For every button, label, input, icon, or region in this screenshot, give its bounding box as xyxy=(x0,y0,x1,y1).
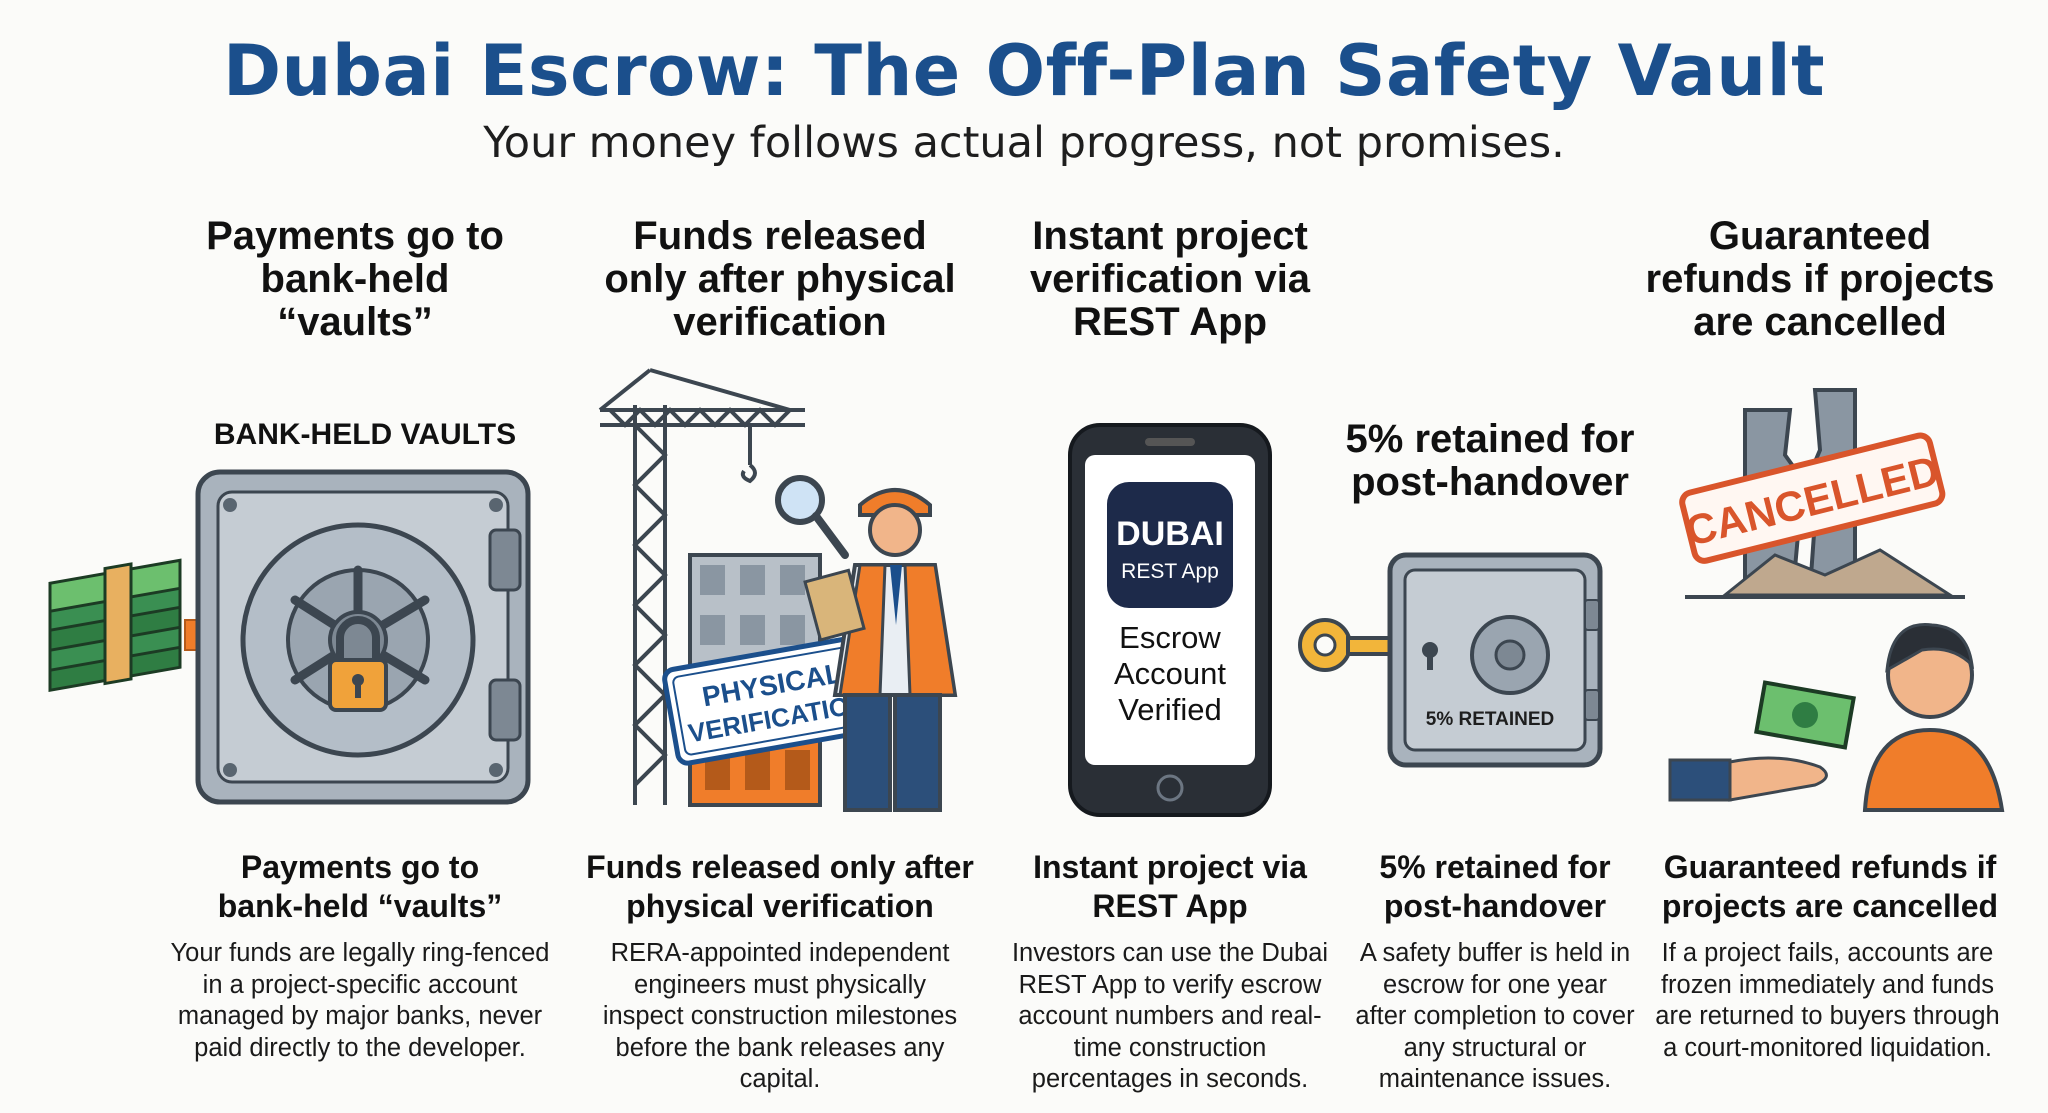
rest-app-icon xyxy=(1107,482,1233,608)
col5-subheading: Guaranteed refunds if projects are cance… xyxy=(1661,849,1999,924)
cancelled-refund-illustration: CANCELLED xyxy=(1668,388,2005,812)
col2-description: RERA-appointed independent engineers mus… xyxy=(602,939,958,1093)
person-icon xyxy=(1862,623,2005,812)
col3-description: Investors can use the Dubai REST App to … xyxy=(1011,939,1329,1093)
retained-safe-illustration: 5% RETAINED xyxy=(1298,552,1603,768)
construction-inspection-illustration: PHYSICAL VERIFICATION xyxy=(598,368,958,812)
col3-heading: Instant project verification via REST Ap… xyxy=(1029,214,1311,344)
col4-description: A safety buffer is held in escrow for on… xyxy=(1355,939,1635,1093)
col5-heading: Guaranteed refunds if projects are cance… xyxy=(1645,214,1995,344)
crane-icon xyxy=(598,368,805,805)
app-name-text: REST App xyxy=(1121,560,1219,583)
rest-app-phone-illustration: DUBAI REST App xyxy=(1068,423,1272,817)
col1-subheading: Payments go to bank-held “vaults” xyxy=(217,849,503,924)
col1-description: Your funds are legally ring-fenced in a … xyxy=(170,939,550,1062)
magnifier-icon xyxy=(775,475,825,525)
padlock-icon xyxy=(336,616,380,660)
app-logo-text: DUBAI xyxy=(1116,515,1224,553)
col3-subheading: Instant project via REST App xyxy=(1033,849,1307,924)
vault-icon xyxy=(195,469,531,805)
col5-description: If a project fails, accounts are frozen … xyxy=(1655,939,2000,1062)
giving-hand-icon xyxy=(1668,756,1828,802)
refund-cash-icon xyxy=(1754,680,1856,750)
page-subtitle: Your money follows actual progress, not … xyxy=(483,118,1565,168)
col4-subheading: 5% retained for post-handover xyxy=(1379,849,1611,924)
retained-label: 5% RETAINED xyxy=(1426,709,1554,730)
escrow-verified-text: Escrow Account Verified xyxy=(1113,620,1226,727)
col1-heading: Payments go to bank-held “vaults” xyxy=(206,214,504,344)
col4-heading: 5% retained for post-handover xyxy=(1345,417,1635,504)
bank-vaults-label: BANK-HELD VAULTS xyxy=(213,418,517,451)
inspector-icon xyxy=(775,475,958,812)
physical-verification-stamp: PHYSICAL VERIFICATION xyxy=(662,633,888,766)
col2-subheading: Funds released only after physical verif… xyxy=(586,849,974,924)
col2-heading: Funds released only after physical verif… xyxy=(604,214,956,344)
money-stack-icon xyxy=(48,558,182,693)
page-title: Dubai Escrow: The Off-Plan Safety Vault xyxy=(222,30,1826,112)
small-safe-icon: 5% RETAINED xyxy=(1387,552,1603,768)
bank-vault-illustration xyxy=(48,469,531,805)
